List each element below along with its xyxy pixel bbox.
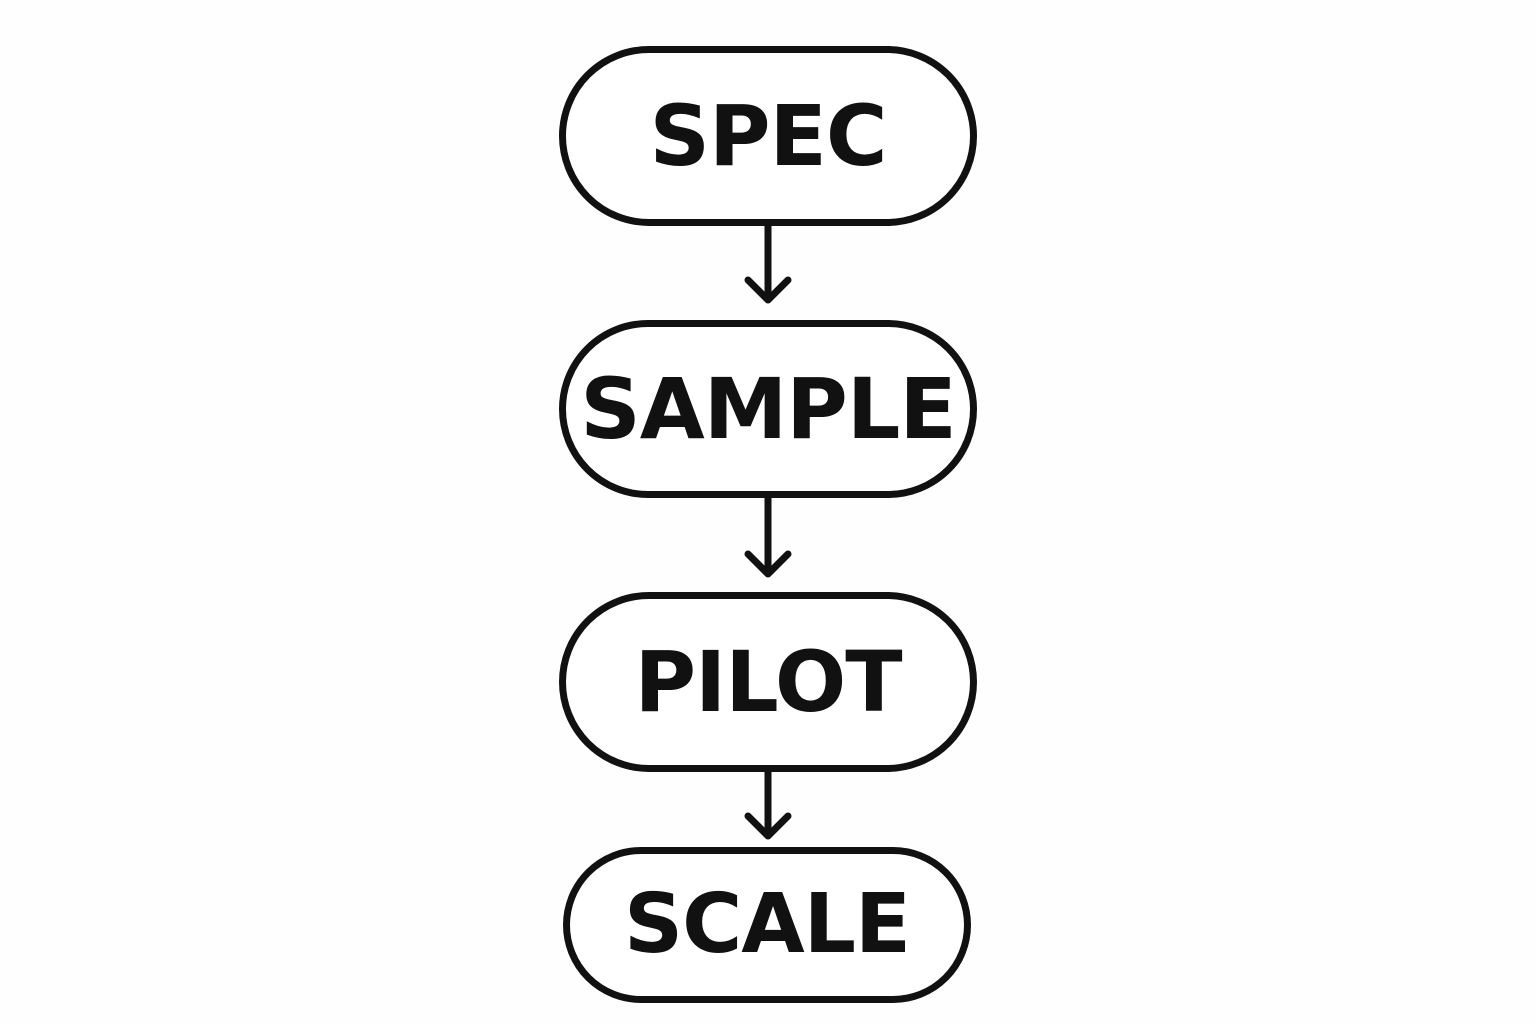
node-scale: SCALE <box>563 847 971 1003</box>
arrow-spec-to-sample <box>744 226 792 304</box>
arrow-pilot-to-scale <box>744 772 792 840</box>
arrow-sample-to-pilot <box>744 498 792 578</box>
node-pilot: PILOT <box>559 592 977 772</box>
node-sample: SAMPLE <box>559 320 977 498</box>
node-spec: SPEC <box>559 46 977 226</box>
node-sample-label: SAMPLE <box>580 360 957 458</box>
node-scale-label: SCALE <box>624 877 911 972</box>
node-pilot-label: PILOT <box>634 633 902 731</box>
node-spec-label: SPEC <box>649 87 887 185</box>
